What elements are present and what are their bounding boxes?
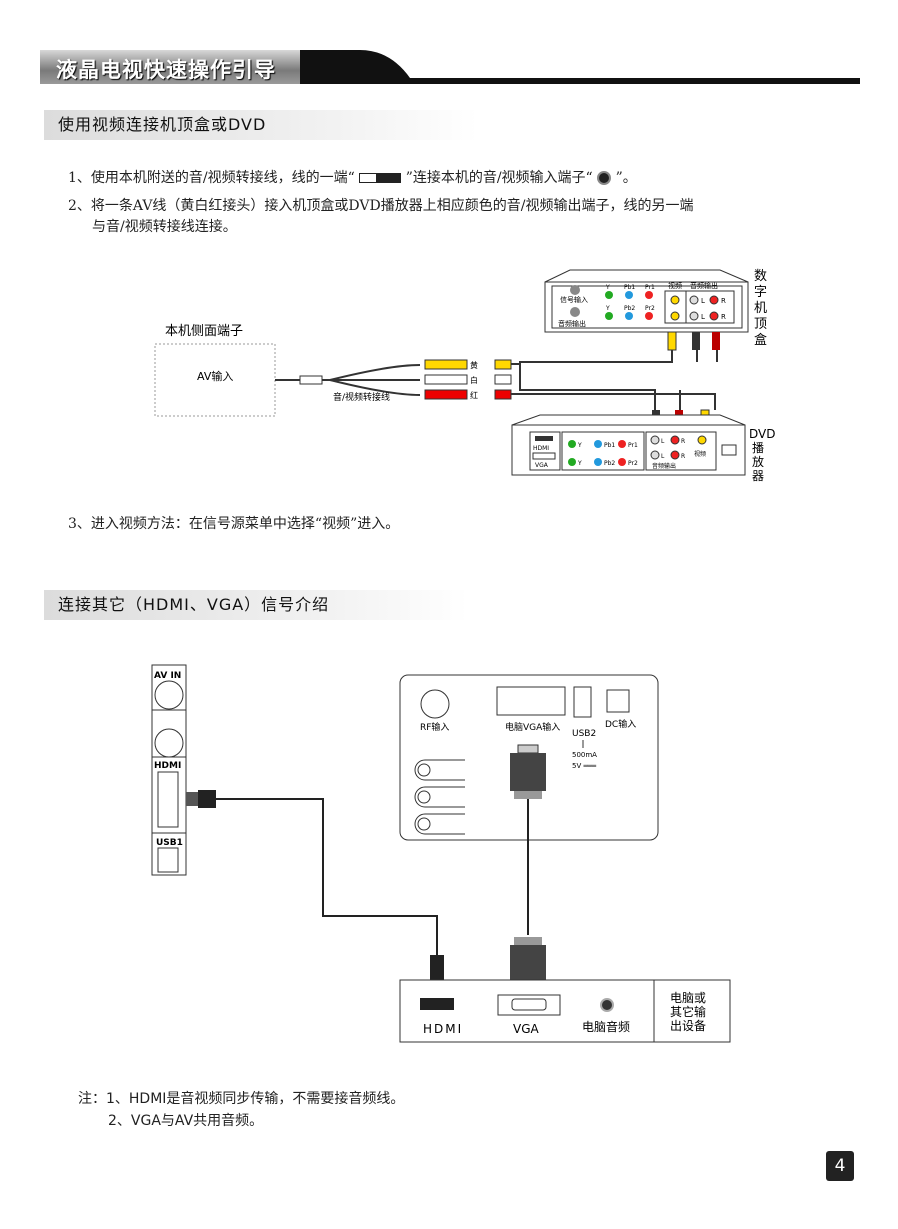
- svg-text:DVD: DVD: [749, 427, 775, 441]
- step-2b: 与音/视频转接线连接。: [92, 219, 237, 235]
- red-label: 红: [470, 390, 478, 400]
- hdmi-vga-diagram: AV IN HDMI USB1 RF输入 电脑VGA输入 USB2 500mA 5…: [151, 664, 731, 1043]
- step-1: 1、使用本机附送的音/视频转接线，线的一端“ ”连接本机的音/视频输入端子“ ”…: [68, 167, 637, 187]
- svg-text:Y: Y: [605, 305, 610, 312]
- svg-text:电脑音频: 电脑音频: [582, 1019, 630, 1034]
- svg-text:机: 机: [754, 301, 767, 316]
- svg-text:其它输: 其它输: [670, 1004, 706, 1019]
- svg-text:Pb1: Pb1: [604, 442, 615, 449]
- white-label: 白: [470, 375, 478, 385]
- svg-text:电脑VGA输入: 电脑VGA输入: [505, 721, 560, 733]
- av-plug: [299, 375, 323, 385]
- svg-text:Pr1: Pr1: [628, 442, 638, 449]
- svg-text:L: L: [701, 313, 705, 321]
- tv-side-panel: [151, 664, 187, 876]
- dvd-player: [511, 424, 746, 476]
- svg-text:音频输出: 音频输出: [690, 281, 718, 290]
- note-1: 注：1、HDMI是音视频同步传输，不需要接音频线。: [78, 1091, 405, 1107]
- svg-text:R: R: [681, 453, 685, 460]
- step-1-text-a: 1、使用本机附送的音/视频转接线，线的一端“: [68, 170, 355, 186]
- svg-text:L: L: [661, 453, 665, 460]
- note-2: 2、VGA与AV共用音频。: [108, 1113, 264, 1129]
- svg-text:R: R: [721, 313, 726, 321]
- svg-text:RF输入: RF输入: [420, 721, 449, 733]
- vga-plug-top: [510, 753, 546, 791]
- jack-icon: [597, 171, 612, 185]
- svg-text:Y: Y: [577, 442, 582, 449]
- svg-text:5V ═══: 5V ═══: [572, 762, 597, 770]
- svg-text:盒: 盒: [754, 332, 767, 348]
- svg-text:放: 放: [752, 454, 764, 469]
- svg-text:视频: 视频: [668, 281, 682, 290]
- svg-text:Y: Y: [605, 284, 610, 291]
- svg-text:Pr2: Pr2: [645, 305, 655, 312]
- svg-text:Pr1: Pr1: [645, 284, 655, 291]
- step-1-text-b: ”连接本机的音/视频输入端子“: [405, 170, 593, 186]
- svg-text:R: R: [681, 438, 685, 445]
- header-title: 液晶电视快速操作引导: [56, 58, 276, 82]
- svg-text:视频: 视频: [694, 450, 706, 458]
- svg-text:Pb1: Pb1: [624, 284, 635, 291]
- av-input-label: AV输入: [197, 369, 233, 383]
- plug-icon: [359, 173, 402, 183]
- svg-text:出设备: 出设备: [670, 1019, 706, 1033]
- svg-text:VGA: VGA: [535, 462, 549, 469]
- svg-text:500mA: 500mA: [572, 751, 597, 759]
- pc-device-box: [399, 979, 731, 1043]
- svg-text:R: R: [721, 297, 726, 305]
- step-1-text-c: ”。: [615, 170, 637, 186]
- header-banner: 液晶电视快速操作引导: [40, 50, 310, 84]
- svg-text:Y: Y: [577, 460, 582, 467]
- page-number: 4: [826, 1151, 854, 1181]
- svg-text:DC输入: DC输入: [605, 718, 636, 730]
- svg-text:Pb2: Pb2: [604, 460, 615, 467]
- step-3: 3、进入视频方法：在信号源菜单中选择“视频”进入。: [68, 516, 400, 532]
- svg-text:数: 数: [754, 269, 767, 284]
- svg-text:HDMI: HDMI: [154, 761, 181, 771]
- svg-text:音频输出: 音频输出: [558, 319, 586, 328]
- cable-label: 音/视频转接线: [333, 391, 390, 403]
- svg-text:字: 字: [754, 285, 767, 300]
- svg-text:USB1: USB1: [156, 838, 183, 848]
- section-title-av: 使用视频连接机顶盒或DVD: [44, 110, 478, 140]
- side-terminal-label: 本机侧面端子: [165, 324, 243, 339]
- svg-text:顶: 顶: [754, 317, 767, 332]
- set-top-box: [544, 281, 749, 333]
- svg-text:播: 播: [752, 441, 764, 455]
- yellow-label: 黄: [470, 360, 478, 370]
- svg-text:Pr2: Pr2: [628, 460, 638, 467]
- svg-text:HDMI: HDMI: [533, 445, 549, 452]
- svg-text:器: 器: [752, 469, 764, 483]
- svg-text:L: L: [701, 297, 705, 305]
- svg-text:电脑或: 电脑或: [670, 991, 706, 1005]
- av-connection-diagram: 本机侧面端子 AV输入 音/视频转接线 黄 白 红 信号输入 音频输出 Y Pb1…: [154, 269, 775, 483]
- svg-text:音频输出: 音频输出: [652, 462, 676, 470]
- svg-text:Pb2: Pb2: [624, 305, 635, 312]
- svg-text:信号输入: 信号输入: [560, 295, 588, 304]
- step-2a: 2、将一条AV线（黄白红接头）接入机顶盒或DVD播放器上相应颜色的音/视频输出端…: [68, 198, 694, 214]
- dvd-name: DVD播放器: [749, 427, 775, 483]
- svg-text:L: L: [661, 438, 665, 445]
- header-swoosh: [300, 50, 860, 84]
- svg-text:USB2: USB2: [572, 729, 596, 739]
- section-title-hdmi-vga: 连接其它（HDMI、VGA）信号介绍: [44, 590, 468, 620]
- svg-text:VGA: VGA: [513, 1022, 540, 1036]
- svg-text:AV IN: AV IN: [154, 671, 181, 681]
- svg-text:HDMI: HDMI: [423, 1022, 463, 1036]
- vga-plug-bottom: [510, 945, 546, 985]
